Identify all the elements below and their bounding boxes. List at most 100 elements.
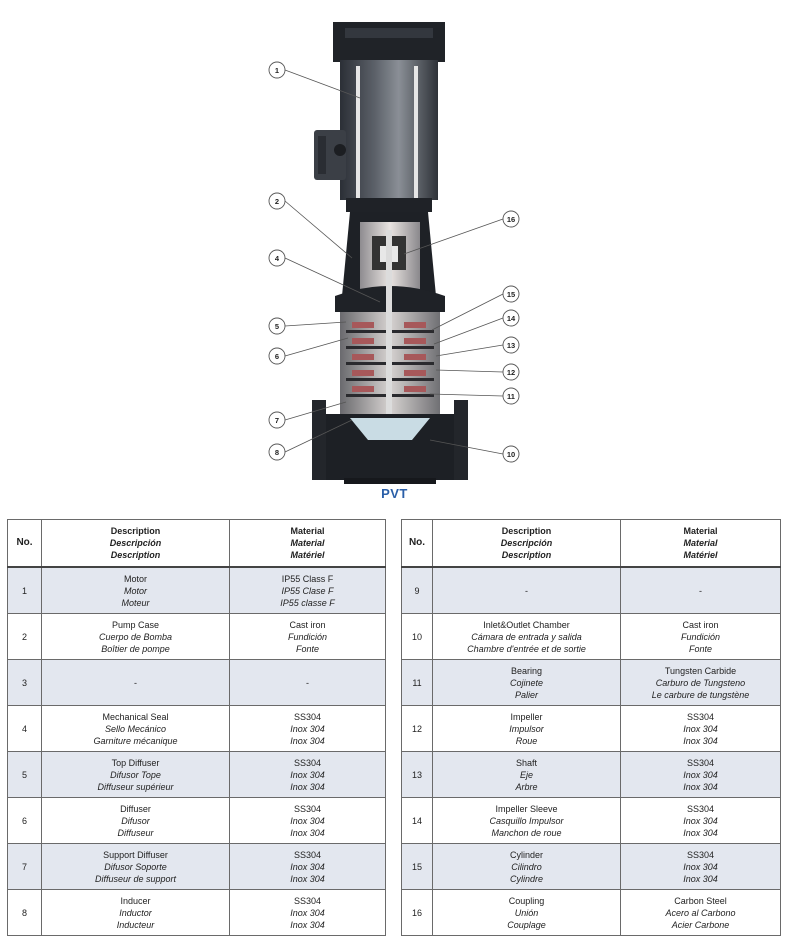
material-line-1: SS304 — [293, 849, 322, 860]
material-line-2: Fundición — [287, 631, 328, 642]
description-line-3: Garniture mécanique — [93, 735, 178, 746]
part-number: 12 — [401, 705, 433, 752]
description-line-3: Manchon de roue — [491, 827, 562, 838]
description-line-3: Chambre d'entrée et de sortie — [467, 643, 586, 654]
part-number: 1 — [7, 566, 42, 614]
material-line-3: Inox 304 — [290, 735, 325, 746]
material-line-1: SS304 — [293, 711, 322, 722]
material-line-2: IP55 Clase F — [281, 585, 334, 596]
material-line-2: Inox 304 — [290, 815, 325, 826]
description-line-2: Motor — [123, 585, 147, 596]
description-line-2: Difusor — [121, 815, 150, 826]
material-line-3: Inox 304 — [683, 827, 718, 838]
description-line-1: Shaft — [515, 757, 537, 768]
callout-7: 7 — [275, 416, 279, 425]
material-line-1: Cast iron — [289, 619, 326, 630]
description-line-1: Coupling — [508, 895, 545, 906]
description-line-3: Diffuseur supérieur — [97, 781, 174, 792]
callout-16: 16 — [507, 215, 515, 224]
part-number: 15 — [401, 843, 433, 890]
header-material-en: Material — [683, 526, 718, 536]
material-line-1: SS304 — [686, 803, 715, 814]
material-line-3: Inox 304 — [683, 735, 718, 746]
part-description: - — [41, 659, 230, 706]
description-line-3: Inducteur — [116, 919, 155, 930]
description-line-1: Top Diffuser — [111, 757, 160, 768]
description-line-3: Palier — [514, 689, 538, 700]
description-line-1: Mechanical Seal — [102, 711, 169, 722]
callout-4: 4 — [275, 254, 280, 263]
material-line-1: SS304 — [293, 803, 322, 814]
description-line-1: Motor — [123, 573, 147, 584]
header-description: Description Descripción Description — [41, 519, 230, 568]
part-number: 7 — [7, 843, 42, 890]
callout-14: 14 — [507, 314, 516, 323]
description-line-2: Inductor — [119, 907, 152, 918]
material-line-2: Fundición — [680, 631, 721, 642]
description-line-3: Diffuseur — [117, 827, 154, 838]
description-line-3: Diffuseur de support — [94, 873, 177, 884]
material-line-3: Acier Carbone — [671, 919, 730, 930]
material-line-3: Fonte — [295, 643, 319, 654]
shaft — [386, 230, 392, 418]
description-line-2: Cojinete — [509, 677, 544, 688]
material-line-2: Inox 304 — [290, 907, 325, 918]
header-no: No. — [7, 519, 42, 568]
material-line-1: SS304 — [686, 711, 715, 722]
material-line-3: Inox 304 — [290, 827, 325, 838]
description-line-2: Impulsor — [509, 723, 544, 734]
pump-diagram: 1 2 4 5 6 7 8 16 15 14 13 12 11 10 — [268, 22, 520, 484]
callout-13: 13 — [507, 341, 515, 350]
description-line-1: - — [134, 677, 137, 688]
part-number: 5 — [7, 751, 42, 798]
description-line-1: Bearing — [510, 665, 543, 676]
material-line-1: IP55 Class F — [281, 573, 334, 584]
material-line-2: Acero al Carbono — [665, 907, 736, 918]
material-line-3: Inox 304 — [683, 873, 718, 884]
header-description-en: Description — [501, 526, 552, 536]
part-number: 4 — [7, 705, 42, 752]
description-line-1: Impeller — [510, 711, 543, 722]
callout-12: 12 — [507, 368, 515, 377]
description-line-1: Inlet&Outlet Chamber — [483, 619, 570, 630]
description-line-2: Difusor Tope — [110, 769, 161, 780]
header-material-es: Material — [683, 538, 718, 548]
material-line-1: SS304 — [686, 849, 715, 860]
material-line-2: Carburo de Tungsteno — [655, 677, 746, 688]
material-line-3: Inox 304 — [290, 919, 325, 930]
description-line-1: Pump Case — [111, 619, 160, 630]
material-line-1: - — [306, 677, 309, 688]
material-line-1: - — [699, 585, 702, 596]
part-number: 2 — [7, 613, 42, 660]
part-description: - — [432, 566, 621, 614]
part-number: 8 — [7, 889, 42, 936]
table-header: No. Description Descripción Description … — [7, 519, 386, 568]
callout-15: 15 — [507, 290, 515, 299]
description-line-2: Sello Mecánico — [104, 723, 167, 734]
description-line-2: Casquillo Impulsor — [489, 815, 564, 826]
part-number: 13 — [401, 751, 433, 798]
header-material-es: Material — [290, 538, 325, 548]
material-line-1: Tungsten Carbide — [664, 665, 737, 676]
description-line-1: Support Diffuser — [103, 849, 168, 860]
